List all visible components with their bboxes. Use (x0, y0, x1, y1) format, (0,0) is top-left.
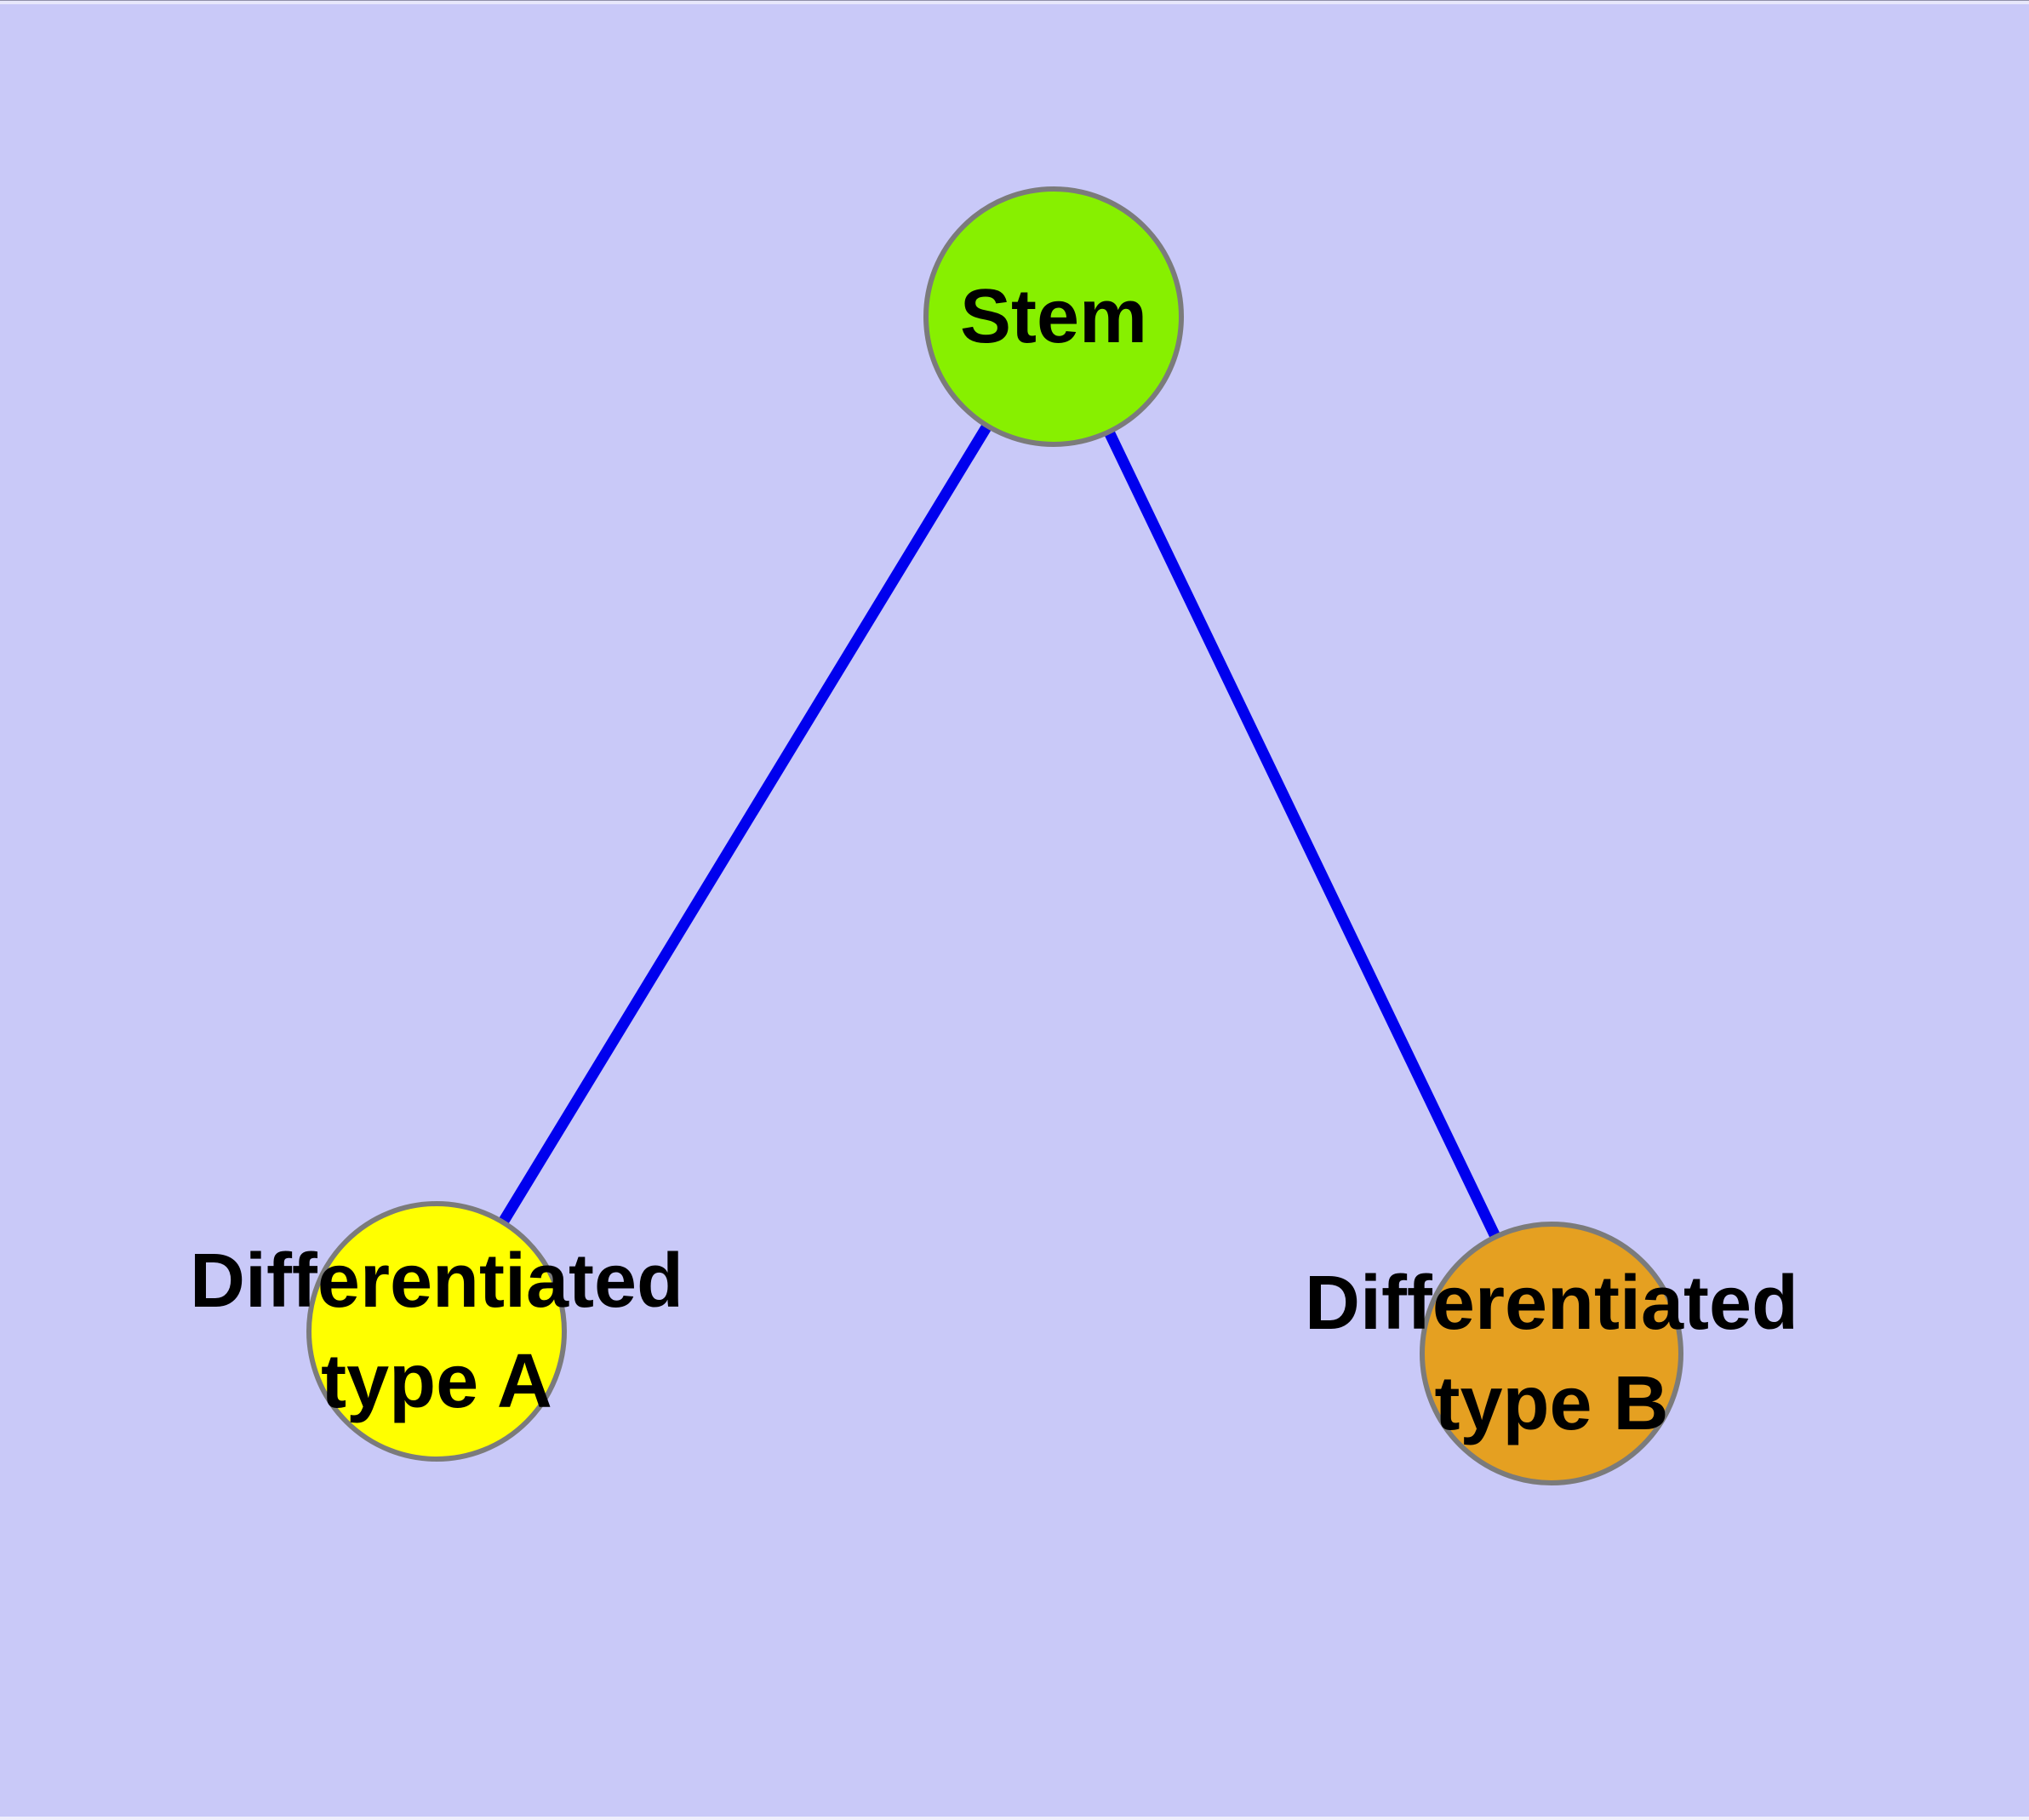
bottom-window-edge (0, 1817, 2029, 1820)
node-label-line: type B (1434, 1361, 1668, 1446)
node-label-line: Stem (960, 274, 1147, 359)
top-window-edge (0, 0, 2029, 4)
edge-stem-diff-a (432, 313, 1059, 1335)
node-label-diff-b: Differentiated type B (1305, 1261, 1798, 1446)
node-stem: Stem (923, 186, 1184, 447)
node-label-diff-a: Differentiated type A (190, 1239, 683, 1424)
node-label-line: type A (321, 1339, 552, 1424)
node-label-stem: Stem (960, 274, 1147, 359)
node-label-line: Differentiated (1305, 1261, 1798, 1346)
node-circle-stem (923, 186, 1184, 447)
node-diff-b: Differentiated type B (1305, 1222, 1798, 1485)
node-diff-a: Differentiated type A (190, 1201, 683, 1462)
edge-stem-diff-b (1049, 314, 1557, 1356)
node-label-line: Differentiated (190, 1239, 683, 1324)
node-circle-diff-a (306, 1201, 567, 1462)
node-circle-diff-b (1420, 1222, 1683, 1485)
